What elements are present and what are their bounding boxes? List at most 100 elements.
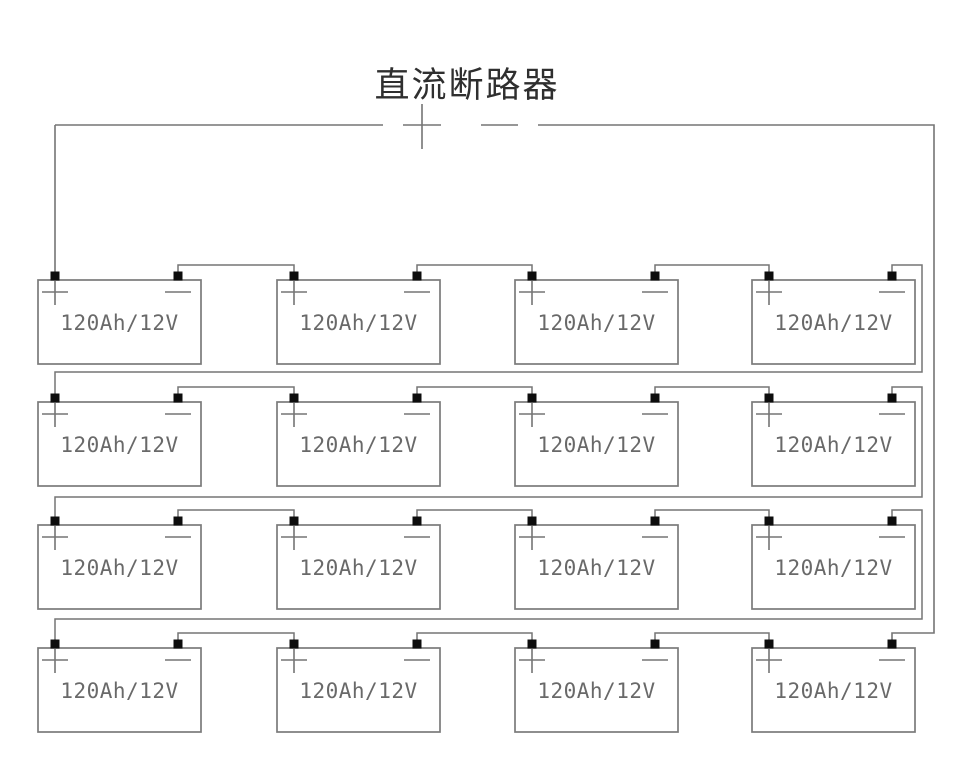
plus-symbol-icon bbox=[756, 649, 782, 673]
battery-body bbox=[751, 647, 916, 733]
breaker-title-label: 直流断路器 bbox=[374, 66, 559, 106]
battery-label: 120Ah/12V bbox=[299, 556, 417, 580]
series-jumper-wire bbox=[177, 632, 295, 644]
battery-cell: 120Ah/12V bbox=[751, 516, 916, 610]
plus-symbol-icon bbox=[519, 281, 545, 305]
plus-symbol-icon bbox=[42, 526, 68, 550]
battery-body bbox=[276, 524, 441, 610]
battery-label: 120Ah/12V bbox=[537, 433, 655, 457]
plus-symbol-icon bbox=[519, 649, 545, 673]
negative-terminal bbox=[650, 393, 660, 403]
positive-terminal bbox=[764, 271, 774, 281]
series-jumper-wire bbox=[416, 509, 533, 521]
battery-body bbox=[276, 279, 441, 365]
positive-terminal bbox=[527, 516, 537, 526]
battery-label: 120Ah/12V bbox=[774, 311, 892, 335]
negative-terminal bbox=[173, 639, 183, 649]
negative-terminal bbox=[887, 393, 897, 403]
series-jumper-wire bbox=[416, 632, 533, 644]
negative-terminal bbox=[173, 393, 183, 403]
series-jumper-wire bbox=[654, 509, 770, 521]
row-return-wire bbox=[54, 386, 923, 521]
series-jumper-wire bbox=[416, 264, 533, 276]
battery-label: 120Ah/12V bbox=[537, 311, 655, 335]
battery-cell: 120Ah/12V bbox=[751, 271, 916, 365]
battery-cell: 120Ah/12V bbox=[37, 393, 202, 487]
series-jumper-wire bbox=[177, 386, 295, 398]
plus-symbol-icon bbox=[42, 281, 68, 305]
battery-cell: 120Ah/12V bbox=[37, 516, 202, 610]
battery-body bbox=[514, 524, 679, 610]
positive-terminal bbox=[50, 639, 60, 649]
battery-label: 120Ah/12V bbox=[774, 433, 892, 457]
battery-body bbox=[37, 401, 202, 487]
dc-breaker-symbol-icon bbox=[403, 104, 518, 149]
series-jumper-wire bbox=[654, 632, 770, 644]
battery-label: 120Ah/12V bbox=[537, 556, 655, 580]
battery-label: 120Ah/12V bbox=[299, 679, 417, 703]
main-feeder-wiring bbox=[54, 104, 935, 644]
negative-terminal bbox=[412, 516, 422, 526]
plus-symbol-icon bbox=[756, 403, 782, 427]
battery-body bbox=[276, 401, 441, 487]
battery-body bbox=[37, 647, 202, 733]
battery-body bbox=[37, 524, 202, 610]
battery-grid: 120Ah/12V 120Ah/12V 120Ah/12V 120Ah/12V 120A… bbox=[37, 271, 916, 733]
battery-label: 120Ah/12V bbox=[774, 556, 892, 580]
positive-terminal bbox=[289, 271, 299, 281]
negative-terminal bbox=[173, 516, 183, 526]
battery-cell: 120Ah/12V bbox=[514, 639, 679, 733]
plus-symbol-icon bbox=[519, 403, 545, 427]
plus-symbol-icon bbox=[281, 281, 307, 305]
series-link-wires bbox=[54, 264, 923, 644]
battery-body bbox=[751, 279, 916, 365]
plus-symbol-icon bbox=[756, 526, 782, 550]
negative-terminal bbox=[650, 639, 660, 649]
negative-terminal bbox=[412, 639, 422, 649]
battery-cell: 120Ah/12V bbox=[276, 271, 441, 365]
negative-terminal bbox=[887, 639, 897, 649]
battery-cell: 120Ah/12V bbox=[276, 639, 441, 733]
series-jumper-wire bbox=[177, 509, 295, 521]
battery-cell: 120Ah/12V bbox=[37, 271, 202, 365]
negative-terminal bbox=[650, 516, 660, 526]
plus-symbol-icon bbox=[42, 649, 68, 673]
negative-terminal bbox=[412, 271, 422, 281]
positive-terminal bbox=[289, 516, 299, 526]
negative-terminal bbox=[412, 393, 422, 403]
battery-body bbox=[514, 647, 679, 733]
plus-symbol-icon bbox=[42, 403, 68, 427]
row-return-wire bbox=[54, 509, 923, 644]
battery-label: 120Ah/12V bbox=[60, 556, 178, 580]
positive-terminal bbox=[527, 271, 537, 281]
battery-cell: 120Ah/12V bbox=[276, 516, 441, 610]
battery-body bbox=[276, 647, 441, 733]
negative-terminal bbox=[887, 271, 897, 281]
battery-body bbox=[514, 401, 679, 487]
series-jumper-wire bbox=[654, 264, 770, 276]
battery-label: 120Ah/12V bbox=[60, 679, 178, 703]
battery-label: 120Ah/12V bbox=[299, 311, 417, 335]
battery-cell: 120Ah/12V bbox=[37, 639, 202, 733]
battery-label: 120Ah/12V bbox=[60, 311, 178, 335]
plus-symbol-icon bbox=[756, 281, 782, 305]
negative-terminal bbox=[887, 516, 897, 526]
positive-terminal bbox=[50, 271, 60, 281]
positive-terminal bbox=[764, 516, 774, 526]
plus-symbol-icon bbox=[281, 403, 307, 427]
battery-body bbox=[514, 279, 679, 365]
positive-terminal bbox=[50, 516, 60, 526]
battery-cell: 120Ah/12V bbox=[751, 393, 916, 487]
battery-cell: 120Ah/12V bbox=[514, 516, 679, 610]
row-return-wire bbox=[54, 264, 923, 398]
positive-terminal bbox=[527, 639, 537, 649]
series-jumper-wire bbox=[416, 386, 533, 398]
battery-cell: 120Ah/12V bbox=[514, 393, 679, 487]
battery-label: 120Ah/12V bbox=[537, 679, 655, 703]
positive-terminal bbox=[764, 393, 774, 403]
battery-label: 120Ah/12V bbox=[299, 433, 417, 457]
feeder-wire-right bbox=[538, 124, 935, 644]
battery-cell: 120Ah/12V bbox=[514, 271, 679, 365]
